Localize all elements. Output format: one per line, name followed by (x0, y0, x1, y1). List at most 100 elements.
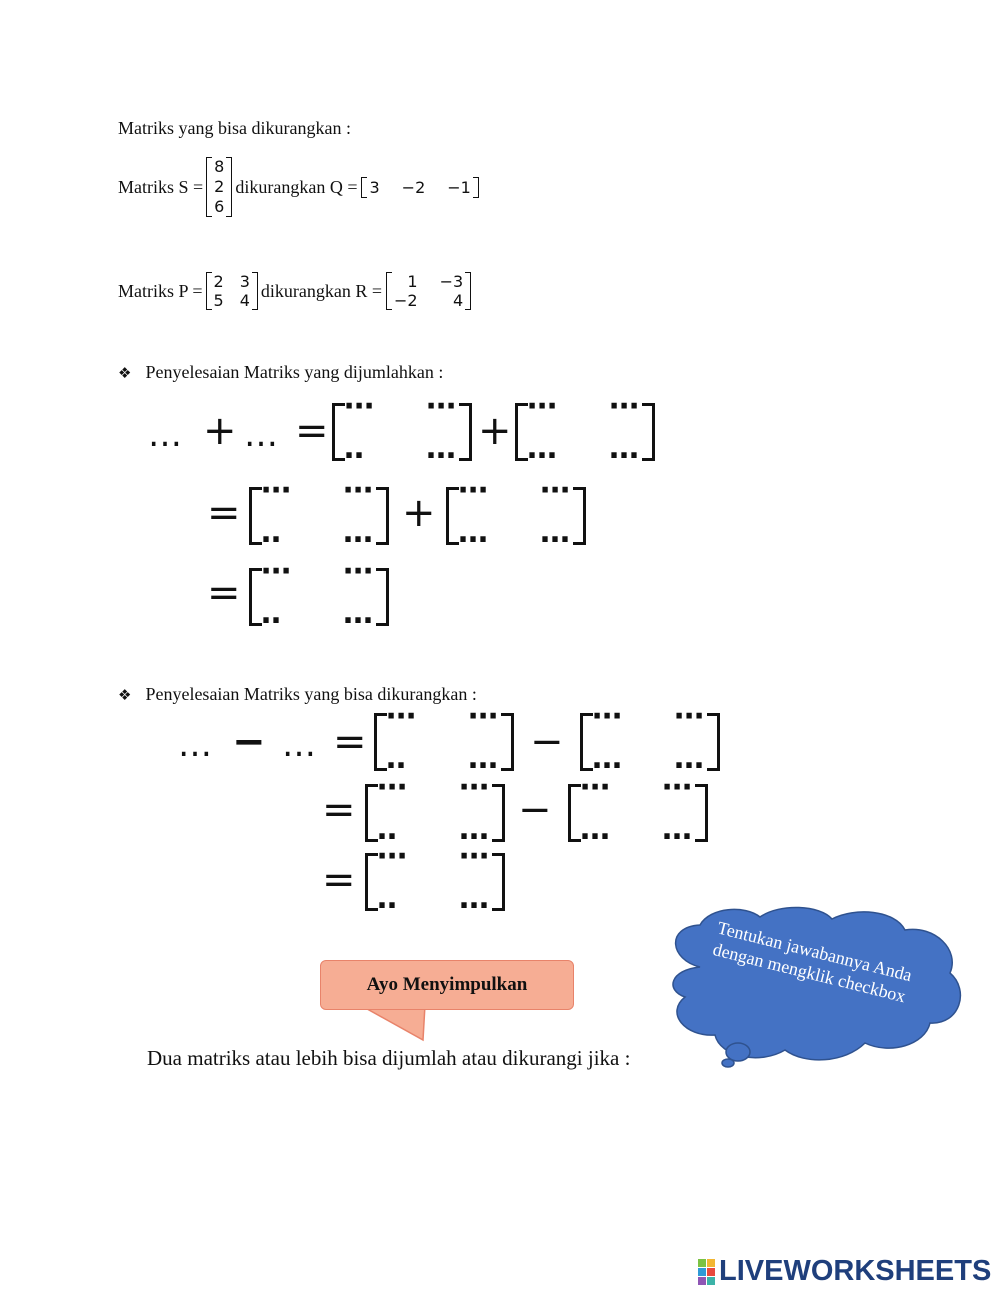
placeholder-cell: ⋯ (459, 839, 489, 874)
matrix-p-cell: 5 (213, 291, 224, 310)
placeholder-cell: ⋯ (261, 554, 291, 589)
callout-pointer (358, 1005, 426, 1042)
placeholder-matrix: ⋯⋯…… (446, 476, 586, 550)
matrix-p: 2 3 5 4 (205, 272, 258, 310)
ellipsis-placeholder: … (282, 725, 318, 765)
placeholder-cell: ⋯ (609, 389, 639, 424)
minus-sign: − (232, 719, 266, 765)
equals-sign: = (322, 857, 356, 903)
matrix-r: 1 −3 −2 4 (386, 272, 472, 310)
placeholder-cell: ⋯ (343, 554, 373, 589)
matrix-s: 8 2 6 (206, 157, 233, 217)
placeholder-cell: ‥ (386, 741, 406, 776)
equals-sign: = (295, 408, 329, 454)
placeholder-matrix: ⋯ ⋯ ‥ … (374, 702, 514, 776)
placeholder-cell: … (609, 431, 639, 466)
matrix-r-cell: −2 (394, 291, 418, 310)
matrix-q-cell: −1 (447, 177, 471, 197)
matrix-p-cell: 2 (213, 272, 224, 291)
plus-sign: + (402, 490, 436, 536)
diamond-bullet-icon: ❖ (118, 363, 132, 382)
diamond-bullet-icon: ❖ (118, 685, 132, 704)
placeholder-matrix: ⋯ ⋯ … … (515, 392, 655, 466)
placeholder-matrix: ⋯ ⋯ ‥ … (249, 557, 389, 631)
plus-sign: + (478, 408, 512, 454)
placeholder-matrix: ⋯ ⋯ ‥ … (365, 842, 505, 916)
logo-blocks-icon (698, 1258, 715, 1285)
conclusion-callout: Ayo Menyimpulkan (320, 960, 574, 1010)
placeholder-cell: … (580, 812, 610, 847)
placeholder-cell: ⋯ (527, 389, 557, 424)
placeholder-cell: … (468, 741, 498, 776)
placeholder-cell: … (343, 515, 373, 550)
placeholder-cell: ⋯ (662, 770, 692, 805)
placeholder-cell: ⋯ (426, 389, 456, 424)
placeholder-cell: ‥ (377, 812, 397, 847)
placeholder-cell: … (592, 741, 622, 776)
matrix-p-cell: 4 (239, 291, 250, 310)
minus-sign: − (518, 787, 552, 833)
placeholder-cell: ⋯ (344, 389, 374, 424)
placeholder-cell: ⋯ (377, 770, 407, 805)
placeholder-matrix: ⋯ ⋯ ‥ … (332, 392, 472, 466)
placeholder-cell: ⋯ (343, 473, 373, 508)
placeholder-cell: … (343, 596, 373, 631)
matrix-s-cell: 2 (214, 177, 225, 196)
placeholder-cell: … (459, 881, 489, 916)
placeholder-cell: … (527, 431, 557, 466)
subtraction-section-label: Penyelesaian Matriks yang bisa dikurangk… (145, 684, 477, 704)
placeholder-cell: ⋯ (377, 839, 407, 874)
placeholder-cell: ⋯ (580, 770, 610, 805)
placeholder-cell: … (458, 515, 488, 550)
placeholder-matrix: ⋯ ⋯ ‥ … (249, 476, 389, 550)
equals-sign: = (322, 787, 356, 833)
subtraction-section-heading: ❖ Penyelesaian Matriks yang bisa dikuran… (118, 684, 477, 705)
logo-wordmark: LIVEWORKSHEETS (719, 1255, 992, 1287)
minus-sign: − (530, 719, 564, 765)
placeholder-cell: … (459, 812, 489, 847)
placeholder-cell: ⋯ (459, 770, 489, 805)
matrix-s-cell: 6 (214, 197, 225, 216)
placeholder-cell: ⋯ (674, 699, 704, 734)
matrix-r-cell: 4 (453, 291, 464, 310)
placeholder-cell: ‥ (377, 881, 397, 916)
ellipsis-placeholder: … (148, 415, 184, 455)
placeholder-cell: ‥ (261, 515, 281, 550)
matrix-s-line: Matriks S = 8 2 6 dikurangkan Q = 3 −2 −… (118, 157, 482, 217)
plus-sign: + (203, 408, 237, 454)
addition-section-label: Penyelesaian Matriks yang dijumlahkan : (145, 362, 444, 382)
placeholder-cell: ⋯ (540, 473, 570, 508)
matrix-r-cell: −3 (439, 272, 464, 291)
matrix-p-cell: 3 (239, 272, 250, 291)
subtract-text-s: dikurangkan Q = (235, 176, 358, 197)
matrix-p-line: Matriks P = 2 3 5 4 dikurangkan R = 1 −3… (118, 270, 474, 312)
matrix-q: 3 −2 −1 (361, 176, 479, 198)
matrix-p-label: Matriks P = (118, 280, 203, 301)
equals-sign: = (333, 719, 367, 765)
conclusion-text: Dua matriks atau lebih bisa dijumlah ata… (147, 1046, 631, 1070)
subtraction-intro: Matriks yang bisa dikurangkan : (118, 118, 351, 138)
placeholder-cell: … (540, 515, 570, 550)
placeholder-matrix: ⋯ ⋯ … … (568, 773, 708, 847)
placeholder-cell: ‥ (344, 431, 364, 466)
placeholder-cell: ⋯ (592, 699, 622, 734)
placeholder-matrix: ⋯ ⋯ … … (580, 702, 720, 776)
subtract-text-p: dikurangkan R = (260, 280, 383, 301)
matrix-q-cell: 3 (369, 177, 380, 197)
matrix-s-label: Matriks S = (118, 176, 204, 197)
ellipsis-placeholder: … (244, 415, 280, 455)
matrix-s-cell: 8 (214, 157, 225, 176)
matrix-r-cell: 1 (407, 272, 418, 291)
placeholder-cell: ‥ (261, 596, 281, 631)
placeholder-cell: ⋯ (468, 699, 498, 734)
placeholder-cell: … (662, 812, 692, 847)
matrix-q-cell: −2 (401, 177, 426, 197)
ellipsis-placeholder: … (178, 725, 214, 765)
placeholder-cell: ⋯ (386, 699, 416, 734)
liveworksheets-logo: LIVEWORKSHEETS (698, 1255, 991, 1288)
placeholder-cell: … (674, 741, 704, 776)
placeholder-cell: … (426, 431, 456, 466)
placeholder-cell: ⋯ (261, 473, 291, 508)
instruction-cloud (672, 906, 961, 1068)
equals-sign: = (207, 490, 241, 536)
